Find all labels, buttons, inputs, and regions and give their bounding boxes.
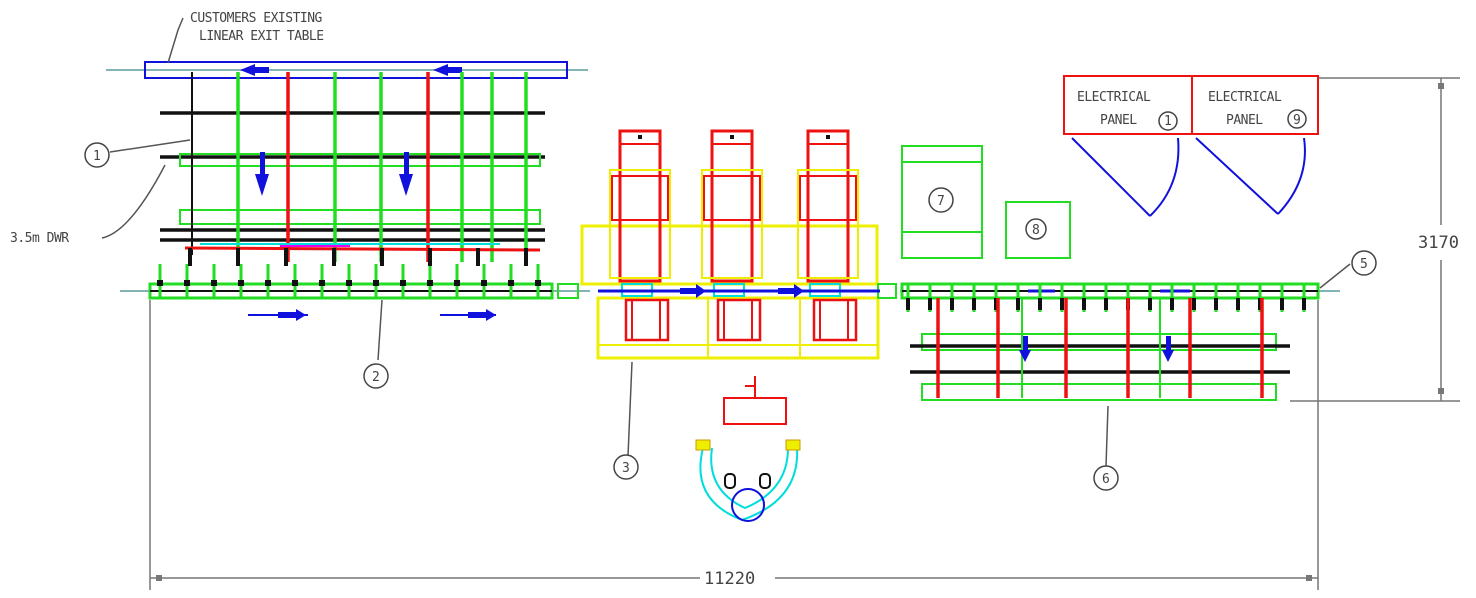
roller-post	[188, 248, 192, 266]
station-frame	[618, 129, 662, 283]
panel-b-line1: ELECTRICAL	[1208, 90, 1282, 105]
right-roller-conveyor	[900, 282, 1320, 300]
leader-lines	[101, 17, 1351, 467]
station-guard	[609, 169, 671, 279]
dimension-height: 3170	[1418, 233, 1459, 253]
station-frame	[806, 129, 850, 283]
roller-hub	[928, 298, 932, 310]
callout-3-label: 3	[622, 461, 630, 476]
roller-hub	[400, 280, 406, 286]
panel-a-number: 1	[1164, 114, 1172, 129]
station-body	[703, 175, 761, 221]
cabinet-7	[901, 145, 983, 259]
station-base	[812, 298, 858, 342]
central-conveyor	[598, 284, 880, 298]
roller-hub	[1060, 298, 1064, 310]
customer-label-line2: LINEAR EXIT TABLE	[199, 29, 324, 44]
station-frame	[710, 129, 754, 283]
roller-hub	[1016, 298, 1020, 310]
roller-hub	[950, 298, 954, 310]
roller-hub	[1104, 298, 1108, 310]
electrical-panels	[1063, 75, 1319, 217]
roller-hub	[1148, 298, 1152, 310]
roller-hub	[1302, 298, 1306, 310]
station-body	[611, 175, 669, 221]
roller-hub	[972, 298, 976, 310]
left-conveyor	[160, 72, 545, 262]
callout-7-label: 7	[937, 194, 945, 209]
dimension-width: 11220	[704, 569, 755, 589]
station-marker	[826, 135, 830, 139]
roller-hub	[1236, 298, 1240, 310]
roller-hub	[373, 280, 379, 286]
callout-2-label: 2	[372, 370, 380, 385]
callout-5-label: 5	[1360, 257, 1368, 272]
roller-hub	[319, 280, 325, 286]
station-body	[799, 175, 857, 221]
cabinet-8	[1005, 201, 1071, 259]
station-guard	[701, 169, 763, 279]
right-rollers	[906, 284, 1306, 312]
panel-b-number: 9	[1293, 113, 1301, 128]
callout-8-label: 8	[1032, 223, 1040, 238]
roller-hub	[1038, 298, 1042, 310]
station-base	[624, 298, 670, 342]
roller-hub	[427, 280, 433, 286]
roller-hub	[157, 280, 163, 286]
roller-hub	[292, 280, 298, 286]
exit-table	[144, 61, 568, 79]
station-marker	[730, 135, 734, 139]
roller-hub	[238, 280, 244, 286]
side-note: 3.5m DWR	[10, 231, 69, 246]
roller-post	[236, 248, 240, 266]
station-guard	[797, 169, 859, 279]
roller-post	[428, 248, 432, 266]
roller-hub	[481, 280, 487, 286]
roller-post	[284, 248, 288, 266]
station-base	[716, 298, 762, 342]
callout-circles	[84, 109, 1377, 491]
roller-hub	[184, 280, 190, 286]
customer-label-line1: CUSTOMERS EXISTING	[190, 11, 323, 26]
roller-hub	[535, 280, 541, 286]
dimension-lines	[106, 69, 1460, 590]
roller-hub	[1280, 298, 1284, 310]
roller-hub	[508, 280, 514, 286]
roller-hub	[994, 298, 998, 310]
roller-hub	[265, 280, 271, 286]
roller-post	[524, 248, 528, 266]
roller-post	[332, 248, 336, 266]
right-conveyor	[910, 298, 1290, 401]
operator-station	[695, 376, 801, 522]
panel-a-line2: PANEL	[1100, 113, 1137, 128]
roller-hub	[1192, 298, 1196, 310]
callout-1-label: 1	[93, 149, 101, 164]
panel-a-line1: ELECTRICAL	[1077, 90, 1151, 105]
roller-hub	[1214, 298, 1218, 310]
callout-6-label: 6	[1102, 472, 1110, 487]
roller-hub	[346, 280, 352, 286]
stations	[609, 129, 859, 342]
roller-hub	[1258, 298, 1262, 310]
dimension-ticks	[156, 83, 1444, 581]
roller-hub	[906, 298, 910, 310]
roller-post	[476, 248, 480, 266]
left-flow-arrows	[248, 309, 496, 321]
station-marker	[638, 135, 642, 139]
roller-hub	[1082, 298, 1086, 310]
roller-hub	[211, 280, 217, 286]
roller-hub	[454, 280, 460, 286]
panel-b-line2: PANEL	[1226, 113, 1263, 128]
roller-post	[380, 248, 384, 266]
roller-hub	[1170, 298, 1174, 310]
left-rollers	[157, 248, 541, 298]
